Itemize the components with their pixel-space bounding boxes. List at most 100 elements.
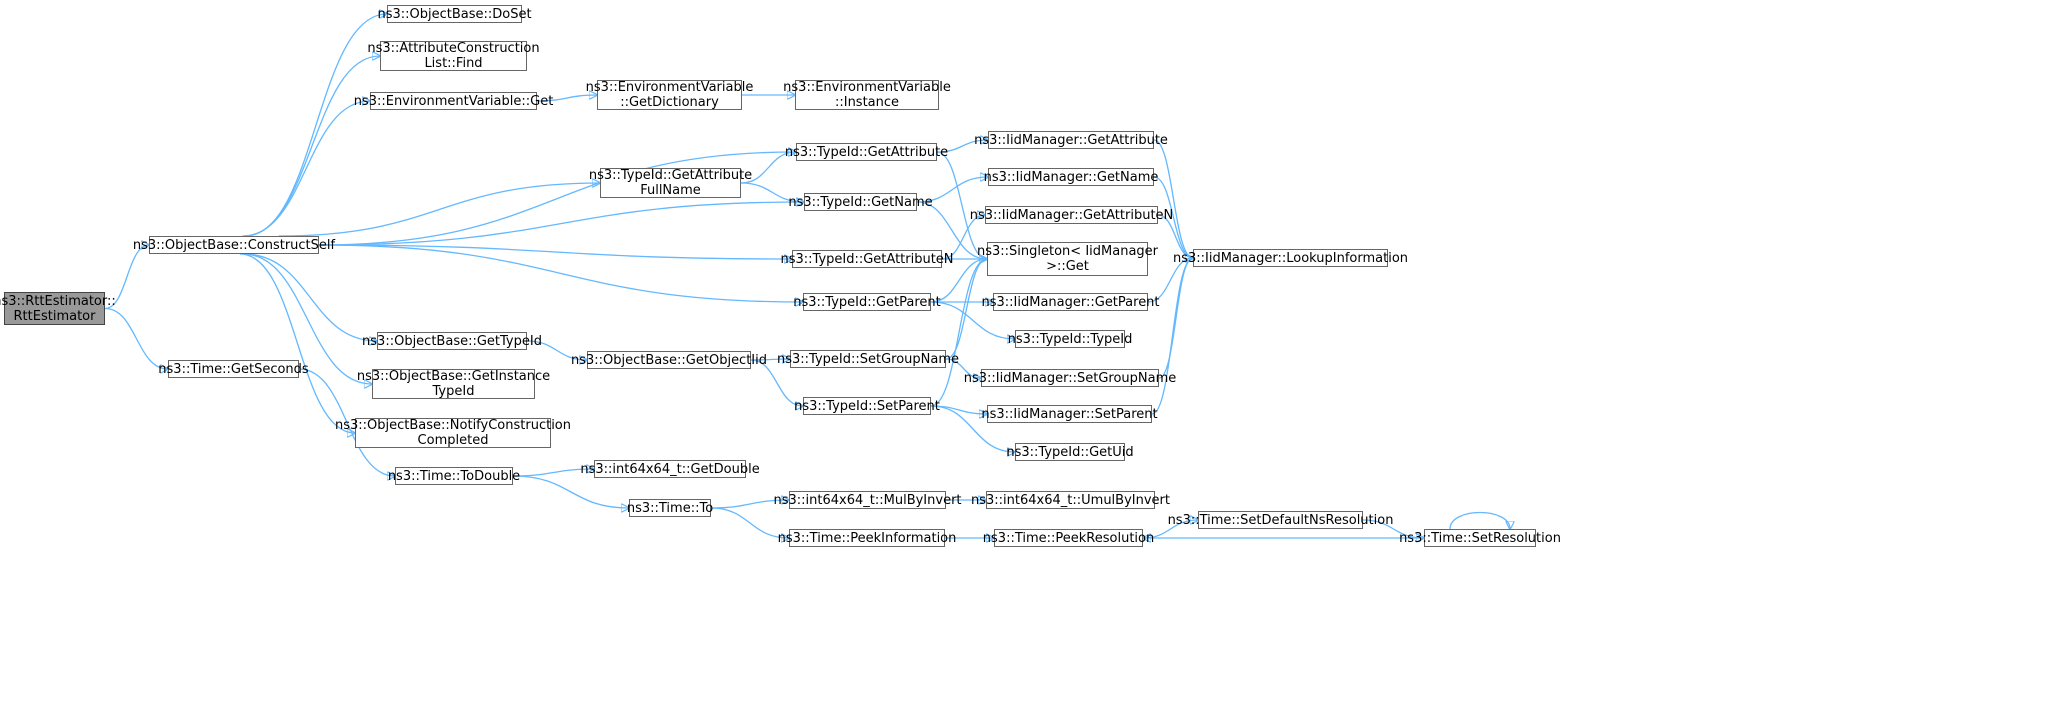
edge-timeto-to-mulbyinv xyxy=(710,500,789,509)
node-label: Completed xyxy=(417,433,489,448)
node-tsetgroup[interactable]: ns3::TypeId::SetGroupName xyxy=(777,350,959,368)
edge-tgetattr-to-igetattr xyxy=(936,140,988,153)
node-setres[interactable]: ns3::Time::SetResolution xyxy=(1399,529,1561,547)
node-getseconds[interactable]: ns3::Time::GetSeconds xyxy=(158,360,309,378)
edge-tsetparent-to-singleton xyxy=(930,259,987,407)
edge-ogetobjectiid-to-tsetparent xyxy=(750,359,803,406)
node-mulbyinv[interactable]: ns3::int64x64_t::MulByInvert xyxy=(774,491,962,509)
node-tgetuid[interactable]: ns3::TypeId::GetUid xyxy=(1006,443,1134,461)
node-label: ns3::IidManager::GetAttribute xyxy=(974,132,1168,148)
node-doset[interactable]: ns3::ObjectBase::DoSet xyxy=(377,5,532,23)
node-label: ns3::Time::SetDefaultNsResolution xyxy=(1167,512,1394,528)
node-label: ns3::EnvironmentVariable xyxy=(585,80,754,95)
node-label: ns3::TypeId::GetAttribute xyxy=(784,144,949,160)
edge-setres-to-setres xyxy=(1449,511,1510,530)
node-label: ns3::ObjectBase::NotifyConstruction xyxy=(335,418,571,433)
node-ttypeid[interactable]: ns3::TypeId::TypeId xyxy=(1008,330,1132,348)
node-peekinfo[interactable]: ns3::Time::PeekInformation xyxy=(778,529,956,547)
node-tgetparent[interactable]: ns3::TypeId::GetParent xyxy=(793,293,941,311)
node-label: RttEstimator xyxy=(13,308,96,324)
node-label: ns3::EnvironmentVariable xyxy=(783,80,951,95)
node-label: ns3::TypeId::GetUid xyxy=(1006,444,1134,460)
edge-envget-to-envdict xyxy=(536,95,597,102)
node-label: >::Get xyxy=(1046,259,1089,274)
node-envget[interactable]: ns3::EnvironmentVariable::Get xyxy=(354,92,553,110)
node-todouble[interactable]: ns3::Time::ToDouble xyxy=(388,467,520,485)
edge-constructself-to-tgetattrfull xyxy=(278,183,600,237)
node-igetattr[interactable]: ns3::IidManager::GetAttribute xyxy=(974,131,1168,149)
edge-tgetattrfull-to-tgetname xyxy=(740,182,804,202)
node-igetparent[interactable]: ns3::IidManager::GetParent xyxy=(981,293,1160,311)
node-label: ns3::Time::PeekResolution xyxy=(982,530,1155,546)
node-label: ns3::EnvironmentVariable::Get xyxy=(353,93,554,109)
node-label: ns3::IidManager::LookupInformation xyxy=(1172,250,1409,266)
edge-tgetname-to-igetname xyxy=(916,177,988,203)
edge-tsetgroup-to-isetgroup xyxy=(945,358,981,378)
edge-igetattr-to-lookup xyxy=(1153,139,1193,258)
node-label: ns3::TypeId::GetParent xyxy=(793,294,941,310)
node-ogettypeid[interactable]: ns3::ObjectBase::GetTypeId xyxy=(362,332,542,350)
edge-getseconds-to-todouble xyxy=(298,368,395,476)
edge-root-to-getseconds xyxy=(104,307,168,370)
node-label: ns3::TypeId::TypeId xyxy=(1007,331,1133,347)
node-igetattrn[interactable]: ns3::IidManager::GetAttributeN xyxy=(970,206,1173,224)
edge-constructself-to-tgetname xyxy=(318,202,804,246)
node-label: ns3::TypeId::GetName xyxy=(788,194,933,210)
node-label: ns3::int64x64_t::MulByInvert xyxy=(773,492,962,508)
edge-constructself-to-tgetattr xyxy=(318,152,796,246)
node-singleton[interactable]: ns3::Singleton< IidManager >::Get xyxy=(977,242,1158,276)
node-label: ns3::IidManager::SetGroupName xyxy=(963,370,1177,386)
node-setdefres[interactable]: ns3::Time::SetDefaultNsResolution xyxy=(1168,511,1393,529)
node-lookup[interactable]: ns3::IidManager::LookupInformation xyxy=(1173,249,1408,267)
node-label: ns3::IidManager::GetAttributeN xyxy=(969,207,1174,223)
node-peekres[interactable]: ns3::Time::PeekResolution xyxy=(983,529,1154,547)
edge-constructself-to-envget xyxy=(242,101,370,237)
node-ogetobjectiid[interactable]: ns3::ObjectBase::GetObjectIid xyxy=(571,351,767,369)
edge-constructself-to-tgetparent xyxy=(318,244,803,302)
edge-tgetparent-to-ttypeid xyxy=(930,301,1015,339)
node-label: ns3::Singleton< IidManager xyxy=(977,244,1159,259)
node-label: ns3::int64x64_t::GetDouble xyxy=(580,461,760,477)
edge-todouble-to-timeto xyxy=(512,475,629,508)
node-label: ns3::IidManager::GetName xyxy=(983,169,1159,185)
edge-constructself-to-tgetattrn xyxy=(318,244,792,259)
edge-constructself-to-attrfind xyxy=(243,56,380,237)
node-label: ns3::AttributeConstruction xyxy=(367,41,540,56)
node-label: List::Find xyxy=(424,56,483,71)
node-tgetattrn[interactable]: ns3::TypeId::GetAttributeN xyxy=(780,250,954,268)
node-isetparent[interactable]: ns3::IidManager::SetParent xyxy=(981,405,1158,423)
node-root: ns3::RttEstimator::RttEstimator xyxy=(0,292,116,325)
node-tgetattr[interactable]: ns3::TypeId::GetAttribute xyxy=(785,143,948,161)
node-label: ns3::Time::To xyxy=(626,500,714,516)
edge-isetparent-to-lookup xyxy=(1151,258,1193,415)
node-label: ns3::Time::ToDouble xyxy=(387,468,521,484)
node-timeto[interactable]: ns3::Time::To xyxy=(626,499,714,517)
node-envdict[interactable]: ns3::EnvironmentVariable::GetDictionary xyxy=(586,80,753,110)
node-label: ns3::ObjectBase::DoSet xyxy=(377,6,532,22)
node-label: ns3::IidManager::SetParent xyxy=(981,406,1158,422)
node-label: ::GetDictionary xyxy=(620,95,719,110)
edge-constructself-to-ogetinst xyxy=(242,253,372,384)
node-label: ::Instance xyxy=(834,95,900,110)
node-envinst[interactable]: ns3::EnvironmentVariable::Instance xyxy=(783,80,951,110)
node-tgetname[interactable]: ns3::TypeId::GetName xyxy=(788,193,933,211)
node-igetname[interactable]: ns3::IidManager::GetName xyxy=(984,168,1158,186)
node-label: ns3::IidManager::GetParent xyxy=(981,294,1160,310)
node-umulbyinv[interactable]: ns3::int64x64_t::UmulByInvert xyxy=(971,491,1170,509)
edge-constructself-to-doset xyxy=(245,14,387,237)
edge-tsetparent-to-tgetuid xyxy=(930,405,1015,452)
edge-tgetname-to-singleton xyxy=(916,201,987,259)
node-label: ns3::ObjectBase::GetTypeId xyxy=(362,333,542,349)
node-getdouble[interactable]: ns3::int64x64_t::GetDouble xyxy=(580,460,760,478)
node-constructself[interactable]: ns3::ObjectBase::ConstructSelf xyxy=(133,236,335,254)
node-label: ns3::TypeId::GetAttribute xyxy=(588,168,753,183)
node-isetgroup[interactable]: ns3::IidManager::SetGroupName xyxy=(964,369,1176,387)
node-label: ns3::TypeId::GetAttributeN xyxy=(780,251,954,267)
node-tsetparent[interactable]: ns3::TypeId::SetParent xyxy=(794,397,940,415)
node-label: TypeId xyxy=(432,384,475,399)
node-label: ns3::RttEstimator:: xyxy=(0,293,116,309)
